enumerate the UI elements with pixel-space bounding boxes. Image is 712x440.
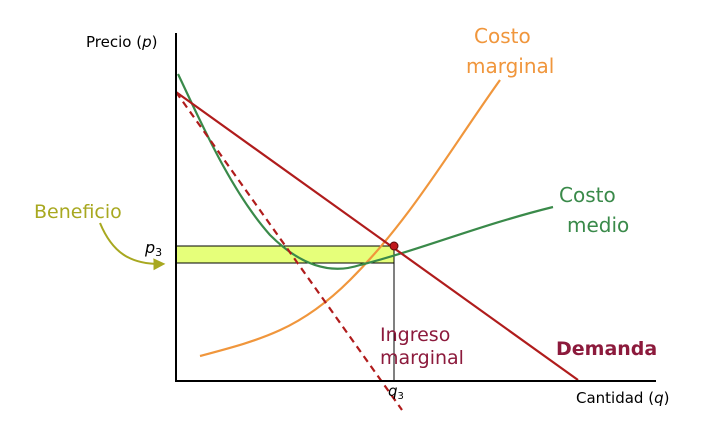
demanda-label: Demanda bbox=[556, 338, 657, 360]
marginal-cost-curve bbox=[199, 79, 501, 358]
equilibrium-point bbox=[389, 241, 399, 251]
p3-label: p3 bbox=[144, 238, 162, 259]
x-axis-label: Cantidad (q) bbox=[576, 389, 669, 407]
ingreso-marginal-label-line2: marginal bbox=[380, 347, 464, 369]
beneficio-arrow bbox=[99, 222, 166, 271]
ingreso-marginal-label-line1: Ingreso bbox=[380, 324, 450, 346]
costo-medio-label-line2: medio bbox=[567, 213, 629, 237]
average-cost-curve bbox=[177, 73, 554, 270]
costo-marginal-label-line2: marginal bbox=[466, 54, 554, 78]
q3-label: q3 bbox=[388, 382, 404, 402]
beneficio-label: Beneficio bbox=[34, 201, 122, 223]
y-axis-label: Precio (p) bbox=[86, 33, 157, 51]
marginal-revenue-curve bbox=[175, 91, 403, 411]
costo-medio-label-line1: Costo bbox=[559, 183, 616, 207]
demand-curve bbox=[175, 91, 579, 381]
costo-marginal-label-line1: Costo bbox=[474, 24, 531, 48]
